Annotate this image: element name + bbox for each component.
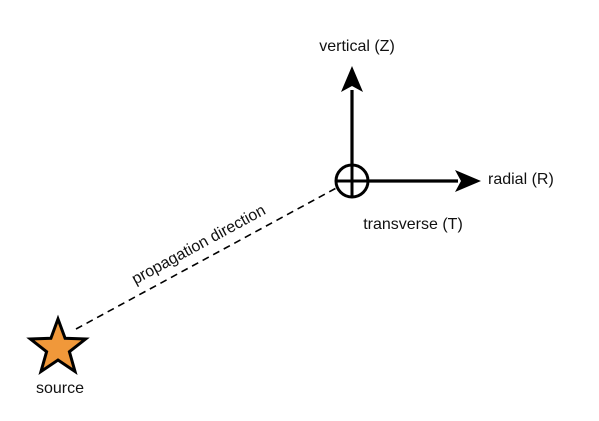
vertical-arrowhead — [341, 66, 363, 92]
radial-label: radial (R) — [488, 171, 554, 188]
propagation-label: propagation direction — [129, 202, 268, 288]
radial-axis — [369, 170, 481, 192]
radial-arrowhead — [455, 170, 481, 192]
vertical-label: vertical (Z) — [319, 38, 395, 55]
transverse-label: transverse (T) — [363, 216, 463, 233]
source-label: source — [36, 380, 84, 397]
propagation-line — [75, 185, 341, 330]
circle-plus-icon — [334, 163, 370, 199]
star-icon — [26, 314, 90, 376]
vertical-axis — [341, 66, 363, 165]
